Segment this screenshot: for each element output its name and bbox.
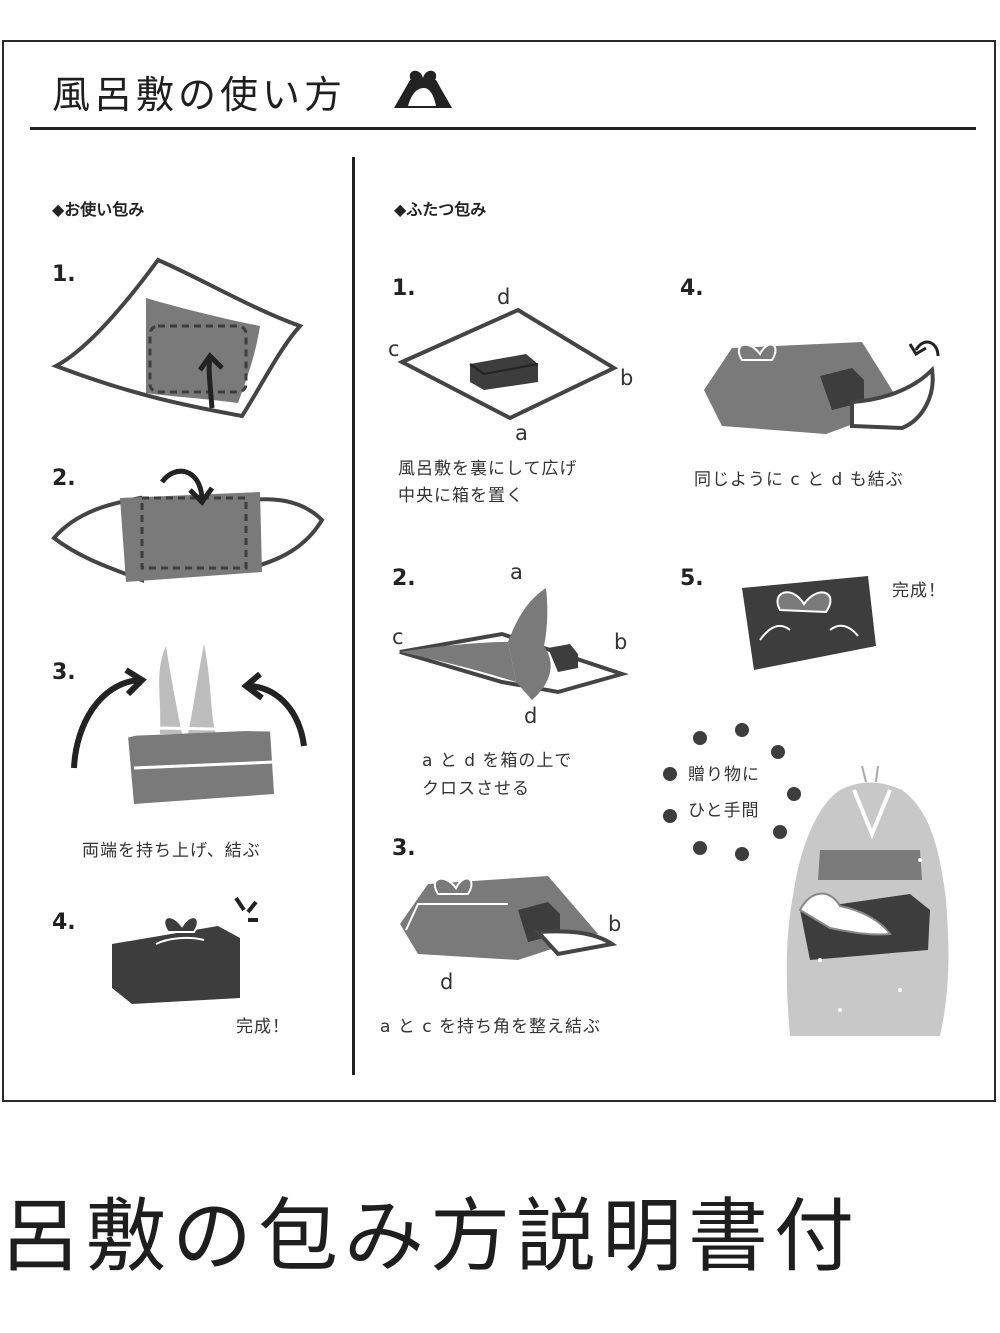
right-s1-label-b: b <box>620 366 634 390</box>
column-divider <box>352 157 355 1075</box>
dot-ring-decoration <box>663 723 801 861</box>
kimono-person-illustration <box>786 765 949 1036</box>
gift-text-line2: ひと手間 <box>688 801 760 821</box>
title-underline <box>30 127 976 130</box>
right-s2-label-c: c <box>392 625 404 649</box>
right-step-3-illustration <box>400 876 618 960</box>
right-step-5-illustration <box>742 576 876 670</box>
right-s1-label-c: c <box>388 337 400 361</box>
right-step-2-caption-line1: a と d を箱の上で <box>422 751 573 771</box>
section-heading-futatsu: ◆ふたつ包み <box>394 200 487 219</box>
left-step-1-illustration <box>51 257 304 419</box>
left-step-4-caption: 完成！ <box>236 1017 290 1037</box>
right-step-2-illustration <box>399 588 629 700</box>
right-step-1-caption-line2: 中央に箱を置く <box>398 486 524 506</box>
right-step-5-caption: 完成！ <box>892 581 946 601</box>
right-s3-label-d: d <box>440 970 454 994</box>
left-step-4-number: 4. <box>52 910 76 935</box>
gift-text-line1: 贈り物に <box>688 765 760 785</box>
left-step-3-caption: 両端を持ち上げ、結ぶ <box>82 841 261 861</box>
left-step-1-number: 1. <box>52 262 76 287</box>
right-step-5-number: 5. <box>680 566 704 591</box>
right-step-3-number: 3. <box>392 836 416 861</box>
bottom-banner-text: 呂敷の包み方説明書付 <box>0 1190 860 1283</box>
right-s2-label-a: a <box>510 560 523 584</box>
right-s2-label-b: b <box>614 630 628 654</box>
left-step-4-illustration <box>112 896 258 1004</box>
right-step-1-illustration <box>397 307 619 421</box>
right-s1-label-d: d <box>497 285 511 309</box>
right-step-1-number: 1. <box>392 276 416 301</box>
right-s1-label-a: a <box>515 421 528 445</box>
left-step-2-illustration <box>51 468 325 583</box>
right-step-4-caption: 同じように c と d も結ぶ <box>694 470 904 490</box>
right-step-1-caption-line1: 風呂敷を裏にして広げ <box>398 459 578 479</box>
right-step-2-caption-line2: クロスさせる <box>422 779 530 799</box>
right-s3-label-b: b <box>608 912 622 936</box>
right-s2-label-d: d <box>524 704 538 728</box>
right-step-2-number: 2. <box>392 566 416 591</box>
page-title: 風呂敷の使い方 <box>52 73 347 117</box>
right-step-4-illustration <box>704 340 940 434</box>
left-step-3-illustration <box>71 644 307 804</box>
left-step-3-number: 3. <box>52 660 76 685</box>
right-step-4-number: 4. <box>680 276 704 301</box>
right-step-3-caption: a と c を持ち角を整え結ぶ <box>380 1017 601 1037</box>
section-heading-otsukai: ◆お使い包み <box>52 200 145 219</box>
left-step-2-number: 2. <box>52 466 76 491</box>
furoshiki-knot-icon <box>394 70 452 108</box>
